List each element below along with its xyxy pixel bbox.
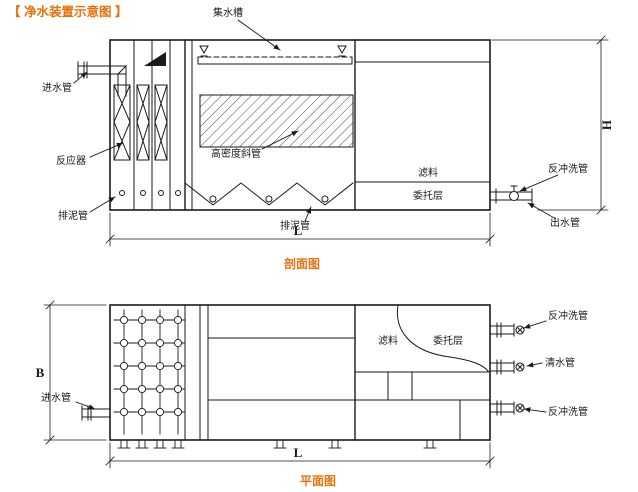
label-inclined-tube: 高密度斜管 bbox=[211, 147, 261, 160]
plan-inlet-pipe bbox=[81, 405, 111, 421]
label-sludge-pipe-left: 排泥管 bbox=[58, 209, 88, 222]
collecting-trough bbox=[197, 56, 353, 65]
page-title: 【 净水装置示意图 】 bbox=[8, 4, 127, 19]
reactor-packing bbox=[113, 52, 181, 196]
label-collecting-trough: 集水槽 bbox=[213, 6, 243, 19]
section-leader-lines bbox=[73, 19, 559, 222]
leader-clean-water bbox=[526, 362, 543, 368]
section-view bbox=[73, 19, 609, 247]
leader-sludge-left bbox=[89, 196, 116, 213]
section-tank-outline bbox=[109, 39, 491, 211]
leader-outlet bbox=[527, 202, 557, 220]
leader-collecting-trough bbox=[237, 19, 281, 51]
label-backwash-pipe-section: 反冲洗管 bbox=[548, 162, 588, 175]
plan-filter-zone bbox=[354, 304, 491, 441]
dimension-h bbox=[491, 35, 609, 215]
dimension-l-section bbox=[105, 212, 495, 247]
plan-pipe-stub-middle bbox=[489, 359, 525, 375]
section-inlet-pipe bbox=[77, 61, 127, 97]
plan-pipe-stub-bottom bbox=[489, 400, 525, 416]
label-inlet-pipe-section: 进水管 bbox=[42, 81, 72, 94]
leader-sludge-mid bbox=[304, 206, 312, 222]
leader-inlet-pipe bbox=[73, 71, 88, 84]
plan-leader-lines bbox=[75, 320, 547, 413]
plan-view-labels: 进水管 滤料 委托层 反冲洗管 清水管 反冲洗管 B L 平面图 bbox=[36, 309, 588, 488]
dim-h: H bbox=[599, 120, 614, 130]
leader-inclined-tube bbox=[261, 130, 299, 150]
section-view-caption: 剖面图 bbox=[284, 256, 320, 271]
plan-middle-zone bbox=[207, 337, 356, 401]
plan-view-caption: 平面图 bbox=[300, 474, 336, 488]
label-outlet-pipe: 出水管 bbox=[550, 216, 580, 229]
plan-pipe-stub-top bbox=[489, 322, 525, 338]
label-backwash-pipe-top: 反冲洗管 bbox=[548, 309, 588, 322]
dim-l-plan: L bbox=[294, 445, 303, 460]
leader-inlet-plan bbox=[75, 401, 96, 410]
label-sludge-pipe-mid: 排泥管 bbox=[280, 219, 310, 232]
dim-l-section: L bbox=[294, 223, 303, 238]
label-support-layer-section: 委托层 bbox=[413, 189, 443, 202]
leader-backwash bbox=[519, 174, 559, 192]
hopper-bottom bbox=[184, 182, 354, 206]
distributor-grid bbox=[113, 308, 187, 435]
support-feet bbox=[117, 439, 437, 449]
leader-reactor bbox=[89, 142, 124, 158]
label-reactor: 反应器 bbox=[56, 154, 86, 167]
section-view-labels: 集水槽 进水管 反应器 排泥管 高密度斜管 排泥管 滤料 委托层 反冲洗管 出水… bbox=[42, 6, 614, 271]
leader-backwash-bottom bbox=[523, 407, 547, 413]
label-filter-media-section: 滤料 bbox=[418, 166, 438, 179]
label-filter-media-plan: 滤料 bbox=[378, 334, 398, 347]
label-clean-water-pipe: 清水管 bbox=[545, 356, 575, 369]
dimension-l-plan bbox=[105, 442, 495, 469]
label-backwash-pipe-bottom: 反冲洗管 bbox=[548, 405, 588, 418]
label-inlet-pipe-plan: 进水管 bbox=[41, 391, 71, 404]
leader-backwash-top bbox=[523, 320, 547, 329]
plan-view bbox=[43, 300, 547, 469]
inlet-wedge bbox=[144, 52, 166, 66]
water-level-symbols bbox=[199, 45, 491, 63]
label-support-layer-plan: 委托层 bbox=[433, 334, 463, 347]
dimension-b bbox=[43, 300, 107, 445]
inclined-tube-block bbox=[199, 94, 354, 148]
outlet-assembly bbox=[489, 185, 533, 204]
dim-b: B bbox=[36, 365, 45, 380]
